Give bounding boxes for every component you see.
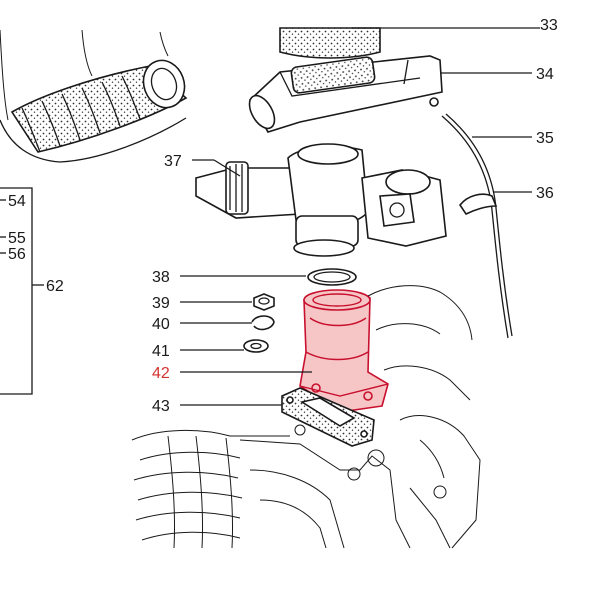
air-intake-hose [0,29,188,163]
callout-40: 40 [152,316,170,333]
callout-36: 36 [536,185,554,202]
callout-39: 39 [152,295,170,312]
cable-clip [459,191,532,216]
callout-labels: 33 34 35 36 37 38 39 40 41 42 43 54 55 5… [8,17,558,415]
callout-56: 56 [8,246,26,263]
filter-element [279,27,540,59]
o-ring [180,268,357,286]
intake-manifold-highlighted [180,289,389,413]
callout-62: 62 [46,278,64,295]
callout-43: 43 [152,398,170,415]
callout-37: 37 [164,153,182,170]
callout-41: 41 [152,343,170,360]
throttle-cable [441,113,532,339]
gasket [180,387,375,447]
callout-38: 38 [152,269,170,286]
callout-55: 55 [8,230,26,247]
callout-35: 35 [536,130,554,147]
callout-42: 42 [152,365,170,382]
group-bracket [0,187,44,395]
callout-54: 54 [8,193,26,210]
callout-33: 33 [540,17,558,34]
nut [180,293,275,311]
flat-washer [180,339,269,353]
carburettor [192,143,447,257]
callout-34: 34 [536,66,554,83]
air-box [248,55,532,133]
engine-block [131,285,481,549]
spring-washer [180,315,275,331]
